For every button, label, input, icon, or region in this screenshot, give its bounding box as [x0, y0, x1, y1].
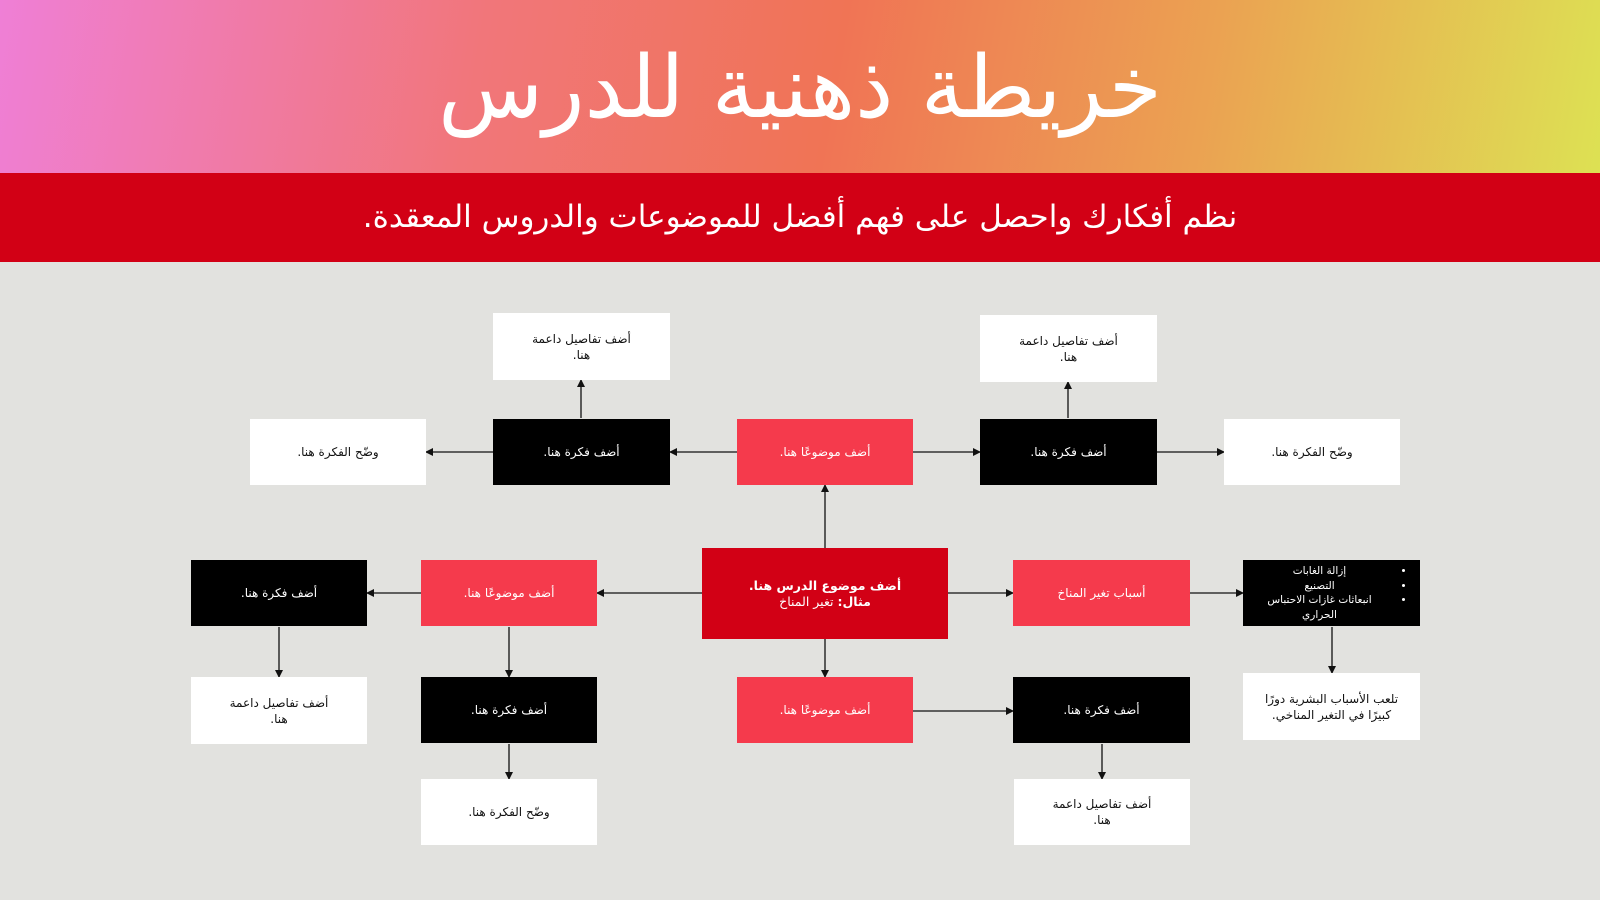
center-topic-box: أضف موضوع الدرس هنا. مثال: تغير المناخ — [702, 548, 948, 639]
detail-top-right-upper-box: أضف تفاصيل داعمة هنا. — [980, 315, 1157, 382]
page-subtitle: نظم أفكارك واحصل على فهم أفضل للموضوعات … — [362, 199, 1238, 235]
detail-line: أضف تفاصيل داعمة — [229, 695, 329, 710]
detail-bottom-right-below-box: أضف تفاصيل داعمة هنا. — [1014, 779, 1190, 845]
detail-line: أضف تفاصيل داعمة — [1052, 797, 1152, 811]
idea-top-left-box: أضف فكرة هنا. — [493, 419, 670, 485]
center-topic-title: أضف موضوع الدرس هنا. — [748, 577, 902, 593]
detail-left-below-label: وضّح الفكرة هنا. — [468, 805, 550, 819]
detail-top-left-upper-box: أضف تفاصيل داعمة هنا. — [493, 313, 670, 380]
causes-list-box: إزالة الغابات التصنيع انبعاثات غازات الا… — [1243, 560, 1420, 626]
topic-bottom-label: أضف موضوعًا هنا. — [779, 703, 871, 717]
idea-top-right-label: أضف فكرة هنا. — [1030, 445, 1107, 459]
topic-right-label: أسباب تغير المناخ — [1057, 586, 1146, 600]
idea-bottom-right-box: أضف فكرة هنا. — [1013, 677, 1190, 743]
detail-line: تلعب الأسباب البشرية دورًا — [1264, 691, 1399, 706]
idea-far-left-box: أضف فكرة هنا. — [191, 560, 367, 626]
detail-top-right-side-label: وضّح الفكرة هنا. — [1271, 445, 1353, 459]
detail-line: هنا. — [1093, 813, 1111, 827]
example-value: تغير المناخ — [779, 593, 834, 609]
detail-left-below-box: وضّح الفكرة هنا. — [421, 779, 597, 845]
detail-far-left-below-box: أضف تفاصيل داعمة هنا. — [191, 677, 367, 744]
detail-line: كبيرًا في التغير المناخي. — [1271, 707, 1392, 722]
detail-line: هنا. — [572, 347, 591, 362]
cause-item: التصنيع — [1253, 579, 1392, 594]
idea-far-left-label: أضف فكرة هنا. — [240, 586, 318, 600]
idea-top-left-label: أضف فكرة هنا. — [543, 445, 620, 459]
topic-top-box: أضف موضوعًا هنا. — [737, 419, 913, 485]
center-topic-example: مثال: تغير المناخ — [749, 594, 901, 610]
detail-top-left-side-label: وضّح الفكرة هنا. — [297, 445, 379, 459]
idea-left-bottom-label: أضف فكرة هنا. — [470, 703, 548, 717]
topic-left-label: أضف موضوعًا هنا. — [463, 586, 555, 600]
example-label: مثال: — [837, 593, 871, 609]
subtitle-banner: نظم أفكارك واحصل على فهم أفضل للموضوعات … — [0, 173, 1600, 262]
header-gradient: خريطة ذهنية للدرس — [0, 0, 1600, 173]
idea-bottom-right-label: أضف فكرة هنا. — [1063, 703, 1140, 717]
cause-item: انبعاثات غازات الاحتباس الحراري — [1253, 593, 1392, 622]
cause-item: إزالة الغابات — [1253, 564, 1392, 579]
topic-right-box: أسباب تغير المناخ — [1013, 560, 1190, 626]
idea-top-right-box: أضف فكرة هنا. — [980, 419, 1157, 485]
topic-top-label: أضف موضوعًا هنا. — [779, 445, 871, 459]
detail-line: أضف تفاصيل داعمة — [532, 331, 631, 346]
idea-left-bottom-box: أضف فكرة هنا. — [421, 677, 597, 743]
page-title: خريطة ذهنية للدرس — [438, 38, 1162, 138]
causes-list: إزالة الغابات التصنيع انبعاثات غازات الا… — [1253, 564, 1410, 622]
detail-line: أضف تفاصيل داعمة — [1019, 333, 1118, 348]
topic-bottom-box: أضف موضوعًا هنا. — [737, 677, 913, 743]
detail-line: هنا. — [1059, 349, 1078, 364]
detail-top-left-side-box: وضّح الفكرة هنا. — [250, 419, 426, 485]
detail-top-right-side-box: وضّح الفكرة هنا. — [1224, 419, 1400, 485]
topic-left-box: أضف موضوعًا هنا. — [421, 560, 597, 626]
detail-line: هنا. — [270, 711, 288, 726]
detail-causes-below-box: تلعب الأسباب البشرية دورًا كبيرًا في الت… — [1243, 673, 1420, 740]
